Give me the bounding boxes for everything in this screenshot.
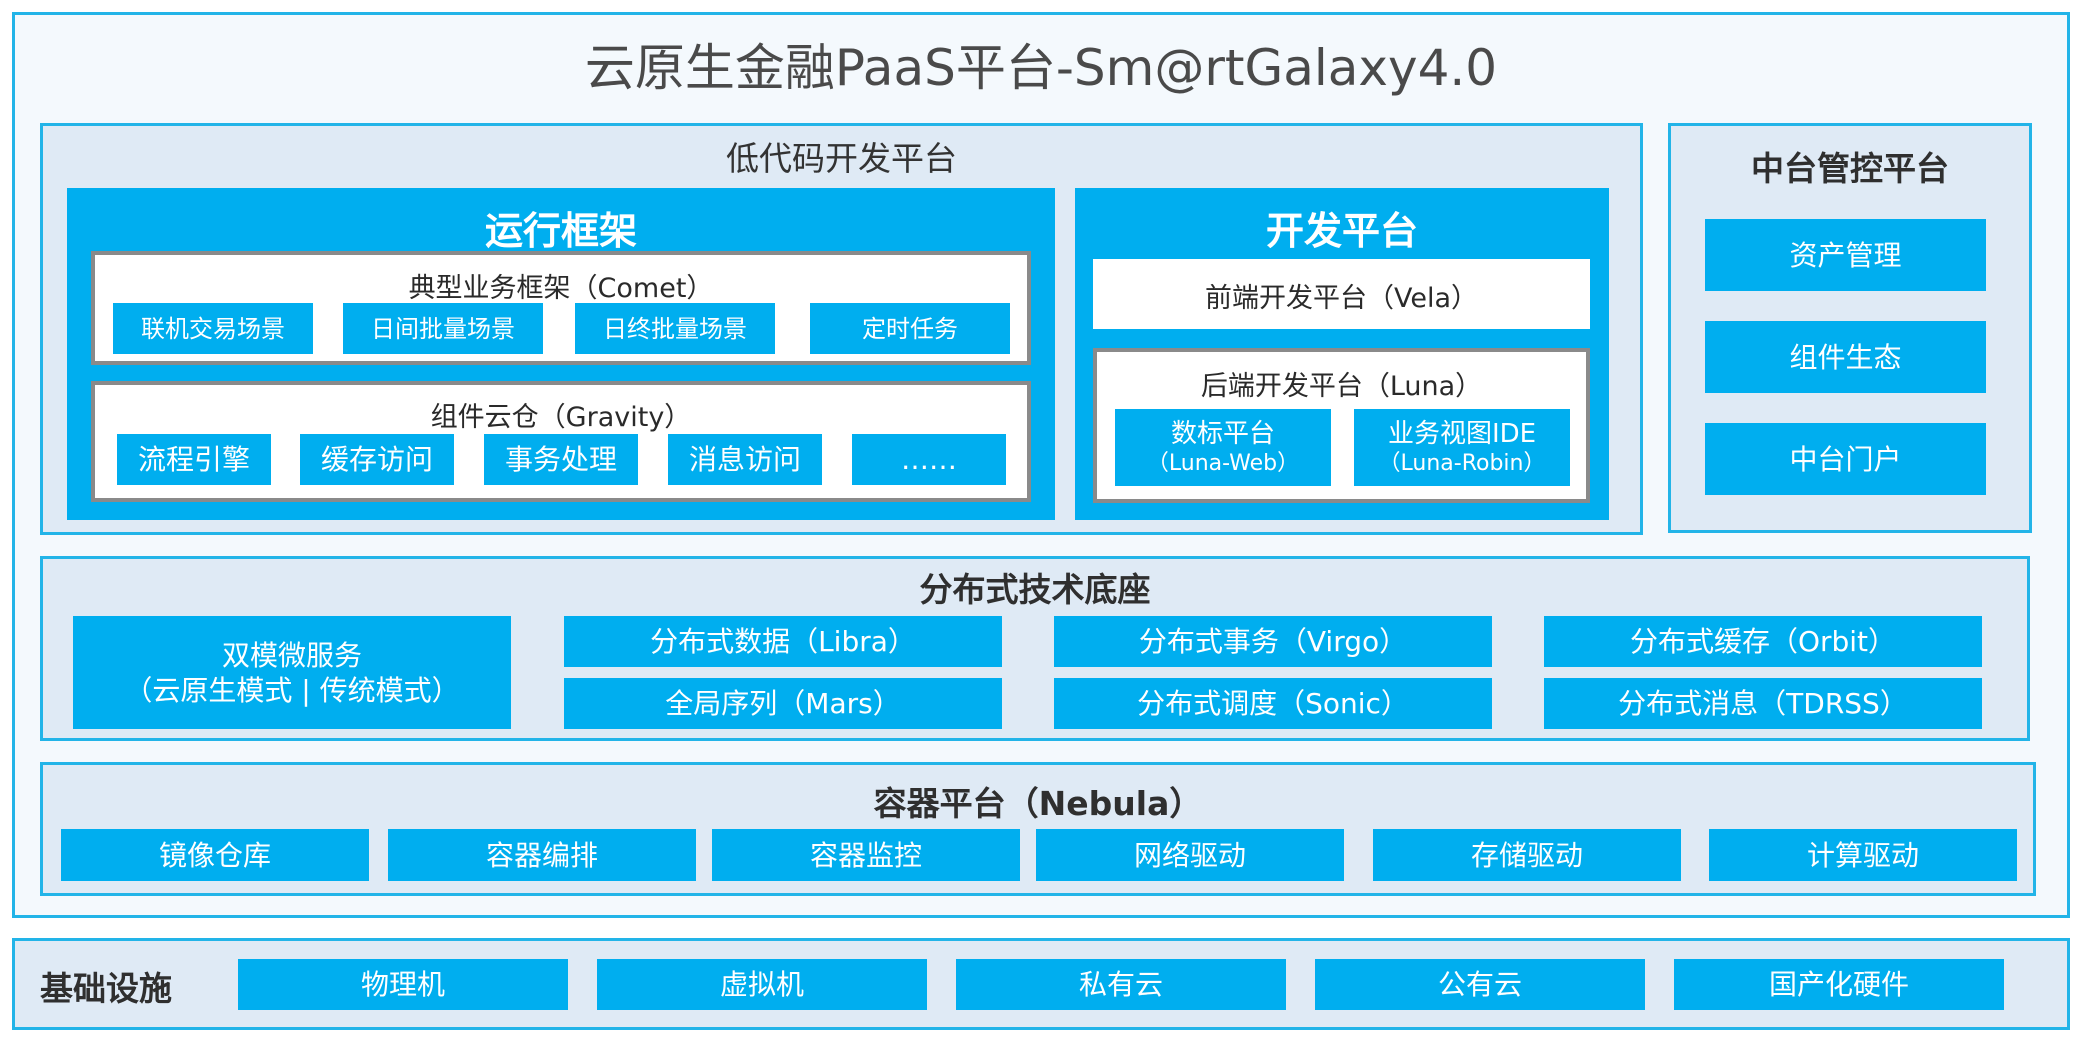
business-view-ide-name: 业务视图IDE <box>1387 418 1537 449</box>
component-warehouse-title: 组件云仓（Gravity） <box>430 402 692 433</box>
distributed-transaction[interactable]: 分布式事务（Virgo） <box>1054 616 1492 667</box>
component-ecosystem[interactable]: 组件生态 <box>1705 321 1986 393</box>
data-standard-platform-name: 数标平台 <box>1170 418 1275 449</box>
physical-machine[interactable]: 物理机 <box>238 959 568 1010</box>
scheduled-task[interactable]: 定时任务 <box>810 303 1010 354</box>
compute-driver[interactable]: 计算驱动 <box>1709 829 2017 881</box>
data-standard-platform[interactable]: 数标平台 （Luna-Web） <box>1115 409 1331 486</box>
eod-batch-scene[interactable]: 日终批量场景 <box>575 303 775 354</box>
data-standard-platform-sub: （Luna-Web） <box>1146 451 1300 476</box>
more-components[interactable]: …… <box>852 434 1006 485</box>
container-monitoring[interactable]: 容器监控 <box>712 829 1020 881</box>
daytime-batch-scene[interactable]: 日间批量场景 <box>343 303 543 354</box>
process-engine[interactable]: 流程引擎 <box>117 434 271 485</box>
runtime-framework-title: 运行框架 <box>484 209 637 253</box>
virtual-machine[interactable]: 虚拟机 <box>597 959 927 1010</box>
domestic-hardware[interactable]: 国产化硬件 <box>1674 959 2004 1010</box>
distributed-scheduling[interactable]: 分布式调度（Sonic） <box>1054 678 1492 729</box>
public-cloud[interactable]: 公有云 <box>1315 959 1645 1010</box>
distributed-messaging[interactable]: 分布式消息（TDRSS） <box>1544 678 1982 729</box>
infrastructure-title: 基础设施 <box>40 969 172 1008</box>
container-platform-title: 容器平台（Nebula） <box>873 784 1203 823</box>
private-cloud[interactable]: 私有云 <box>956 959 1286 1010</box>
business-view-ide[interactable]: 业务视图IDE （Luna-Robin） <box>1354 409 1570 486</box>
business-view-ide-sub: （Luna-Robin） <box>1378 451 1546 476</box>
image-registry[interactable]: 镜像仓库 <box>61 829 369 881</box>
page-title: 云原生金融PaaS平台-Sm@rtGalaxy4.0 <box>584 39 1498 97</box>
asset-management[interactable]: 资产管理 <box>1705 219 1986 291</box>
distributed-data[interactable]: 分布式数据（Libra） <box>564 616 1002 667</box>
frontend-dev-box <box>1093 259 1590 329</box>
frontend-dev-title: 前端开发平台（Vela） <box>1204 283 1479 314</box>
transaction-processing[interactable]: 事务处理 <box>484 434 638 485</box>
mgmt-platform-title: 中台管控平台 <box>1751 149 1949 188</box>
distributed-base-title: 分布式技术底座 <box>919 570 1151 609</box>
dev-platform-title: 开发平台 <box>1265 209 1418 253</box>
network-driver[interactable]: 网络驱动 <box>1036 829 1344 881</box>
backend-dev-title: 后端开发平台（Luna） <box>1200 371 1483 402</box>
dual-mode-microservice[interactable]: 双模微服务 （云原生模式 | 传统模式） <box>73 616 511 729</box>
global-sequence[interactable]: 全局序列（Mars） <box>564 678 1002 729</box>
storage-driver[interactable]: 存储驱动 <box>1373 829 1681 881</box>
dual-mode-line2: （云原生模式 | 传统模式） <box>124 673 460 707</box>
biz-framework-title: 典型业务框架（Comet） <box>408 273 714 304</box>
container-orchestration[interactable]: 容器编排 <box>388 829 696 881</box>
distributed-cache[interactable]: 分布式缓存（Orbit） <box>1544 616 1982 667</box>
online-trading-scene[interactable]: 联机交易场景 <box>113 303 313 354</box>
cache-access[interactable]: 缓存访问 <box>300 434 454 485</box>
dual-mode-line1: 双模微服务 <box>221 638 362 672</box>
message-access[interactable]: 消息访问 <box>668 434 822 485</box>
lowcode-platform-title: 低代码开发平台 <box>726 139 957 178</box>
middle-platform-portal[interactable]: 中台门户 <box>1705 423 1986 495</box>
